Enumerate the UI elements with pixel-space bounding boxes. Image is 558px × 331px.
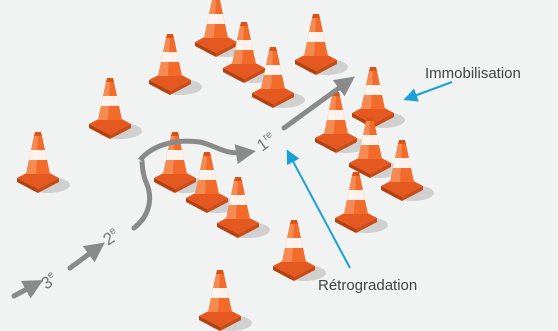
traffic-cone [295, 14, 348, 75]
gear-path [11, 76, 355, 299]
traffic-cone [17, 132, 70, 193]
gear-label-third: 3e [38, 269, 61, 293]
path-arrow-first-exit [281, 76, 355, 131]
path-arrow-second-to-first [131, 138, 256, 231]
path-arrow-third [11, 280, 44, 299]
traffic-cone [273, 220, 326, 281]
label-retrogradation: Rétrogradation [318, 277, 417, 294]
callout-arrow-immobilisation [403, 81, 453, 102]
gear-label-first: 1re [253, 129, 279, 155]
traffic-cone [352, 67, 405, 128]
traffic-cone [335, 172, 388, 233]
traffic-cone [199, 270, 252, 331]
traffic-cone [149, 34, 202, 95]
label-immobilisation: Immobilisation [425, 65, 521, 82]
gear-label-second: 2e [100, 225, 123, 249]
callout-arrow-retrogradation [286, 149, 351, 269]
traffic-cone [89, 78, 142, 139]
path-arrow-third-to-second [67, 242, 105, 271]
